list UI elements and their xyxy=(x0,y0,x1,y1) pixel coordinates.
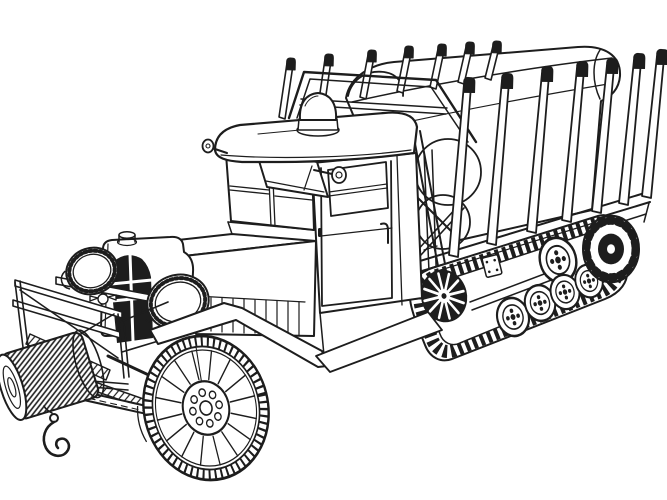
tire-tread xyxy=(143,336,269,480)
front-fender xyxy=(149,302,443,373)
cab-roof xyxy=(213,111,419,164)
cab-door xyxy=(320,160,393,307)
front-wheel xyxy=(136,334,270,482)
door-handle xyxy=(380,222,389,244)
idler-wheel xyxy=(420,269,468,323)
winch xyxy=(0,329,105,458)
guard-right-post xyxy=(117,312,130,379)
winch-hook xyxy=(42,413,71,458)
cab xyxy=(201,92,423,367)
radiator xyxy=(100,231,195,343)
hub-bolts xyxy=(189,388,223,428)
winch-drum xyxy=(0,329,105,421)
left-mirror xyxy=(201,138,228,154)
radiator-cap xyxy=(116,231,138,247)
drive-sprocket xyxy=(582,214,640,284)
near-stakes-group xyxy=(448,48,667,258)
winch-cable xyxy=(43,405,53,414)
horn xyxy=(89,293,117,305)
running-board xyxy=(315,311,443,373)
right-mirror xyxy=(313,166,347,184)
headlight-left xyxy=(60,246,119,296)
door-hinge-lower xyxy=(318,228,322,237)
beacon-light xyxy=(296,92,340,137)
drawing-root xyxy=(0,39,667,482)
bogie-bracket xyxy=(481,254,503,278)
wheel-hub xyxy=(181,380,231,436)
